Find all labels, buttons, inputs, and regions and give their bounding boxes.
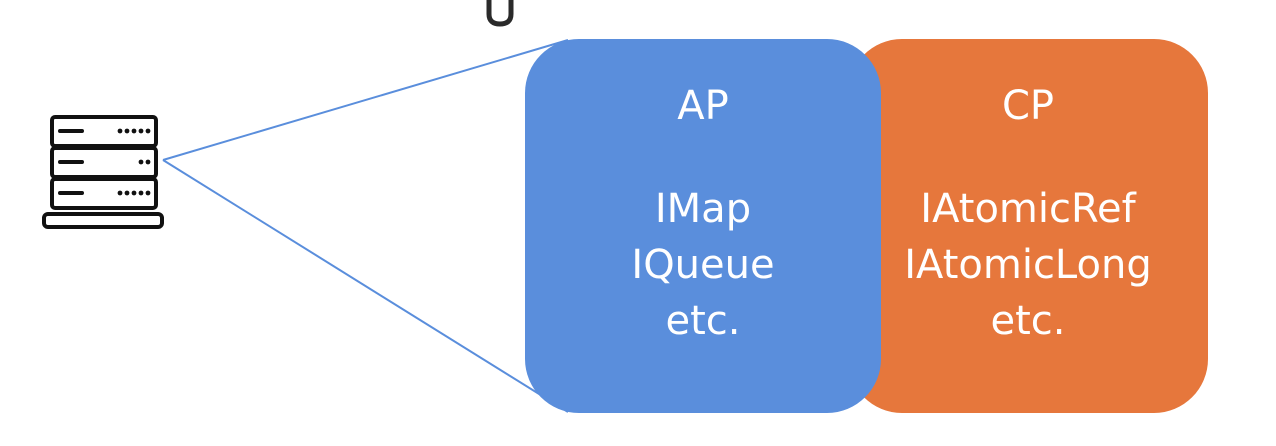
title-fragment: [486, 0, 514, 27]
ap-item-imap: IMap: [654, 186, 752, 232]
connector-lower: [162, 159, 569, 413]
cp-box: CP IAtomicRef IAtomicLong etc.: [848, 39, 1208, 413]
server-rack-icon: [42, 115, 164, 229]
cp-item-iatomiclong: IAtomicLong: [904, 242, 1152, 288]
ap-box: AP IMap IQueue etc.: [525, 39, 881, 413]
cp-heading: CP: [1001, 83, 1055, 129]
cp-item-etc: etc.: [990, 298, 1066, 344]
ap-item-list: IMap IQueue etc.: [631, 181, 774, 349]
ap-heading: AP: [677, 83, 729, 129]
connector-upper: [162, 39, 569, 161]
cp-item-iatomicref: IAtomicRef: [920, 186, 1136, 232]
ap-item-iqueue: IQueue: [631, 242, 775, 288]
ap-item-etc: etc.: [665, 298, 741, 344]
cp-item-list: IAtomicRef IAtomicLong etc.: [904, 181, 1151, 349]
